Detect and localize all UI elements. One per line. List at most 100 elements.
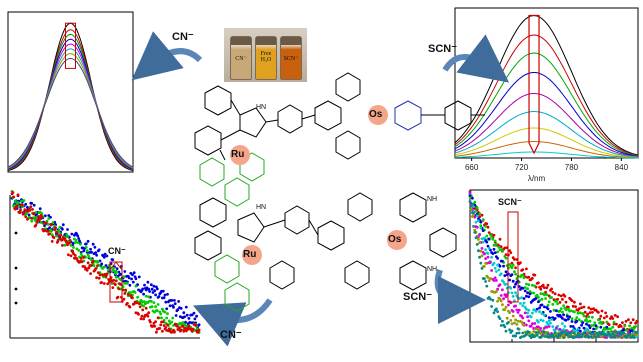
decay-data-point: [481, 218, 485, 222]
decay-data-point: [485, 284, 489, 288]
decay-data-point: [490, 305, 493, 308]
decay-data-point: [160, 316, 163, 320]
decay-data-point: [73, 241, 77, 244]
decay-data-point: [537, 325, 540, 329]
decay-data-point: [473, 215, 477, 219]
decay-data-point: [496, 250, 499, 254]
x-tick-label: 720: [515, 163, 529, 172]
decay-data-point: [588, 326, 592, 330]
decay-data-point: [553, 329, 557, 332]
decay-data-point: [156, 316, 160, 320]
decay-data-point: [136, 295, 140, 299]
decay-data-point: [61, 244, 64, 247]
decay-data-point: [545, 335, 549, 338]
decay-data-point: [152, 321, 156, 325]
decay-data-point: [141, 308, 145, 312]
decay-data-point: [516, 327, 520, 331]
decay-data-point: [142, 317, 146, 321]
decay-data-point: [147, 295, 151, 299]
decay-data-point: [511, 279, 515, 283]
decay-data-point: [550, 296, 553, 299]
decay-data-point: [29, 205, 33, 209]
decay-data-point: [178, 326, 181, 329]
decay-data-point: [579, 329, 582, 333]
os-atom-top: [368, 105, 388, 125]
decay-data-point: [610, 330, 613, 333]
central-pyridine-ring: [429, 227, 457, 258]
decay-data-point: [567, 305, 570, 309]
decay-data-point: [567, 317, 570, 321]
decay-data-point: [491, 252, 495, 256]
emission-series-line: [7, 29, 134, 171]
decay-data-point: [611, 332, 615, 336]
central-pyridine-ring: [314, 100, 342, 131]
decay-data-point: [574, 305, 577, 308]
decay-data-point: [516, 319, 520, 323]
bipyridine-ring: [199, 157, 225, 187]
x-axis-label: λ/nm: [528, 174, 546, 183]
decay-data-point: [521, 304, 525, 307]
decay-data-point: [80, 260, 84, 264]
decay-data-point: [504, 329, 508, 333]
curved-arrow-icon: [192, 298, 273, 347]
decay-data-point: [541, 319, 545, 323]
decay-data-point: [629, 321, 633, 325]
decay-data-point: [627, 318, 630, 322]
decay-data-point: [142, 304, 146, 308]
decay-data-point: [165, 307, 169, 311]
decay-data-point: [557, 293, 561, 297]
decay-data-point: [498, 317, 502, 320]
decay-data-point: [486, 252, 490, 255]
decay-data-point: [86, 239, 90, 243]
decay-data-point: [194, 324, 198, 327]
decay-data-point: [481, 229, 485, 233]
decay-data-point: [487, 246, 491, 250]
decay-data-point: [587, 306, 591, 310]
decay-data-point: [508, 328, 511, 332]
decay-data-point: [588, 311, 592, 314]
decay-data-point: [534, 310, 538, 313]
decay-data-point: [14, 266, 18, 270]
decay-data-point: [514, 334, 517, 338]
decay-data-point: [47, 217, 51, 220]
decay-data-point: [503, 274, 507, 277]
decay-data-point: [72, 252, 75, 256]
decay-data-point: [66, 228, 69, 231]
decay-data-point: [124, 288, 128, 292]
decay-data-point: [54, 226, 57, 230]
decay-data-point: [167, 319, 171, 323]
decay-data-point: [569, 309, 573, 313]
decay-data-point: [547, 316, 551, 320]
decay-data-point: [477, 219, 480, 223]
decay-data-point: [493, 251, 497, 255]
decay-data-point: [527, 283, 531, 287]
decay-data-point: [593, 321, 597, 325]
pyridine-ring: [204, 85, 232, 116]
decay-data-point: [89, 247, 92, 251]
decay-data-point: [77, 237, 81, 240]
decay-data-point: [492, 243, 496, 247]
decay-data-point: [148, 290, 152, 293]
decay-data-point: [551, 325, 555, 328]
decay-data-point: [510, 291, 514, 295]
decay-data-point: [551, 290, 555, 294]
decay-data-point: [539, 327, 543, 330]
decay-data-point: [550, 287, 553, 291]
decay-data-point: [507, 303, 510, 307]
decay-data-point: [477, 249, 480, 253]
decay-data-point: [57, 229, 61, 233]
decay-data-point: [520, 296, 523, 300]
decay-data-point: [128, 283, 132, 287]
decay-data-point: [26, 217, 29, 221]
decay-data-point: [519, 302, 522, 305]
decay-data-point: [149, 320, 152, 324]
decay-data-point: [622, 331, 625, 334]
phenanthroline-ring: [224, 282, 250, 312]
decay-data-point: [585, 322, 588, 326]
decay-data-point: [131, 280, 135, 284]
decay-data-point: [595, 331, 599, 335]
ru-os-complex-top: [194, 72, 485, 207]
decay-data-point: [587, 315, 591, 319]
decay-data-point: [493, 266, 497, 270]
decay-data-point: [490, 256, 493, 259]
